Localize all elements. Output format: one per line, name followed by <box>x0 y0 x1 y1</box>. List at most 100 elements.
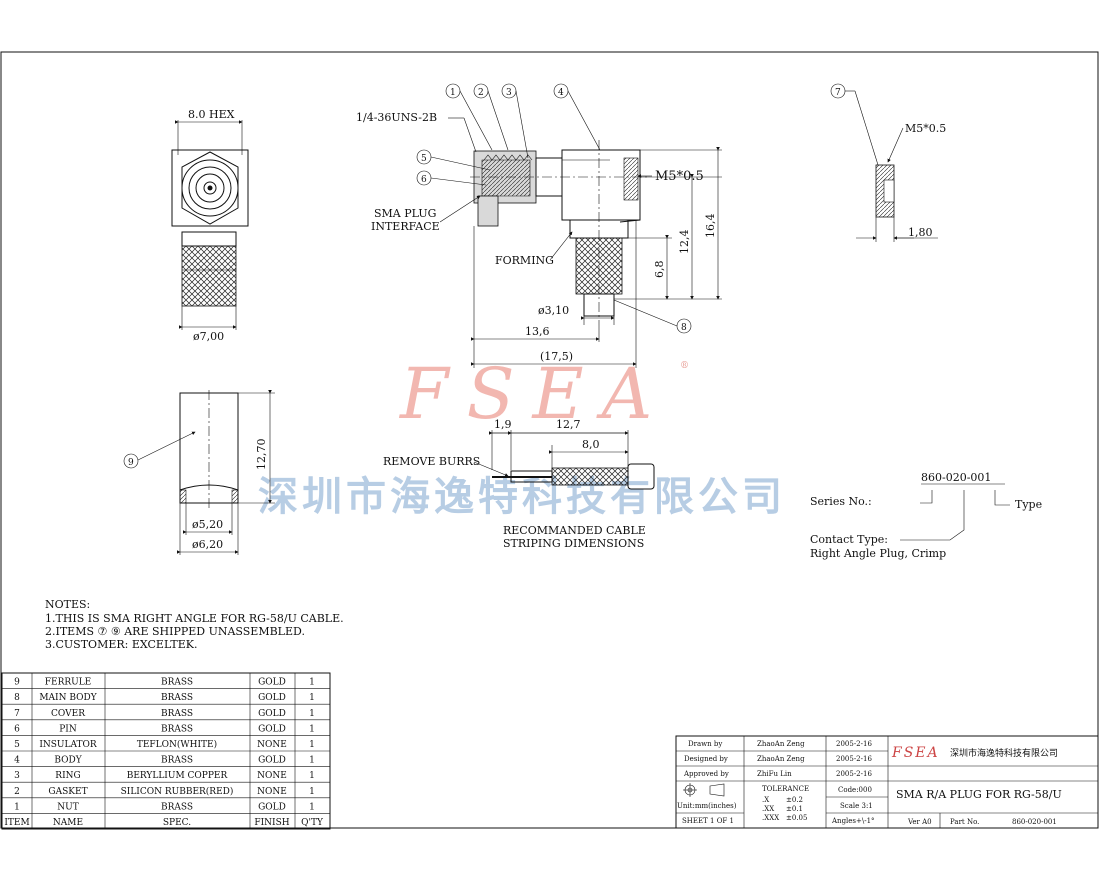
strip-dim-127: 12,7 <box>556 418 581 431</box>
series-label: Series No.: <box>810 495 872 508</box>
sheet-border <box>0 51 1099 829</box>
dim-175: (17,5) <box>540 350 573 363</box>
bom-row-cell: 6 <box>14 724 20 734</box>
watermark-logo: FSEA <box>398 353 670 435</box>
approved-value: ZhiFu Lin <box>757 770 792 778</box>
drawn-date: 2005-2-16 <box>836 740 872 748</box>
interface-label-2: INTERFACE <box>371 220 440 233</box>
bom-row-cell: INSULATOR <box>39 740 97 750</box>
note-item: 1.THIS IS SMA RIGHT ANGLE FOR RG-58/U CA… <box>45 612 344 625</box>
bom-header-cell: FINISH <box>254 818 289 828</box>
bom-row-cell: GOLD <box>258 724 286 734</box>
projection-icon <box>683 783 725 797</box>
body-thread-label: M5*0.5 <box>655 169 704 184</box>
note-item: 2.ITEMS ⑦ ⑨ ARE SHIPPED UNASSEMBLED. <box>45 625 305 638</box>
bom-row-cell: SILICON RUBBER(RED) <box>121 786 234 797</box>
bom-row-cell: 1 <box>309 724 315 734</box>
part-no-label: Part No. <box>950 818 979 826</box>
bom-row-cell: 1 <box>14 802 20 812</box>
dim-124: 12,4 <box>678 230 691 255</box>
tol-xxx: .XXX <box>762 814 779 822</box>
bom-row-cell: FERRULE <box>45 678 92 688</box>
bom-row-cell: GOLD <box>258 678 286 688</box>
balloon-1: 1 <box>450 88 456 98</box>
bom-row-cell: MAIN BODY <box>39 693 97 703</box>
thread-label: 1/4-36UNS-2B <box>356 111 437 124</box>
dim-68: 6,8 <box>653 261 666 279</box>
bom-row-cell: GOLD <box>258 802 286 812</box>
watermark-company: 深圳市海逸特科技有限公司 <box>258 473 786 520</box>
dim-d310: ø3,10 <box>538 304 569 317</box>
front-view: 8.0 HEX ø7,00 <box>171 108 249 343</box>
bom-row-cell: 1 <box>309 771 315 781</box>
balloon-4: 4 <box>558 88 564 98</box>
tol-x-val: ±0.2 <box>786 796 803 804</box>
drawn-value: ZhaoAn Zeng <box>757 740 805 748</box>
bom-row-cell: 8 <box>14 693 20 703</box>
drawn-label: Drawn by <box>688 740 722 748</box>
dim-164: 16,4 <box>704 214 717 239</box>
series-type: Type <box>1015 498 1042 511</box>
bom-row-cell: 1 <box>309 740 315 750</box>
side-section-view: 1 2 3 4 5 6 8 1/4-36UNS-2B SMA PLUG INTE… <box>356 83 722 368</box>
designed-value: ZhaoAn Zeng <box>757 755 805 763</box>
title-block-company: 深圳市海逸特科技有限公司 <box>950 747 1058 759</box>
cover-thread-label: M5*0.5 <box>905 122 946 135</box>
scale-label: Scale 3:1 <box>840 802 873 810</box>
tol-xx-val: ±0.1 <box>786 805 803 813</box>
ferrule-length-label: 12,70 <box>255 439 268 471</box>
bom-row-cell: 1 <box>309 802 315 812</box>
bom-row-cell: 3 <box>14 771 20 781</box>
bom-row-cell: 1 <box>309 709 315 719</box>
ferrule-view: 12,70 ø5,20 ø6,20 9 <box>123 390 275 555</box>
title-block-logo: FSEA <box>891 745 940 761</box>
bom-row-cell: BRASS <box>161 802 193 812</box>
strip-caption-2: STRIPING DIMENSIONS <box>503 537 644 550</box>
bom-row-cell: GASKET <box>48 787 87 797</box>
forming-label: FORMING <box>495 254 554 267</box>
approved-label: Approved by <box>683 770 729 778</box>
title-block: Drawn by ZhaoAn Zeng 2005-2-16 Designed … <box>675 735 1099 829</box>
drawing-title: SMA R/A PLUG FOR RG-58/U <box>896 788 1062 801</box>
balloon-3: 3 <box>506 88 512 98</box>
bom-row-cell: 1 <box>309 693 315 703</box>
bom-row-cell: BODY <box>54 756 82 766</box>
bom-row-cell: GOLD <box>258 709 286 719</box>
front-hex-label: 8.0 HEX <box>188 108 235 121</box>
bom-row-cell: 9 <box>14 678 20 688</box>
bom-row-cell: BRASS <box>161 678 193 688</box>
strip-dim-80: 8,0 <box>582 438 600 451</box>
bom-row-cell: 1 <box>309 787 315 797</box>
bom-row-cell: 1 <box>309 756 315 766</box>
units-label: Unit:mm(inches) <box>677 802 737 810</box>
interface-label-1: SMA PLUG <box>374 207 436 220</box>
note-item: 3.CUSTOMER: EXCELTEK. <box>45 638 197 651</box>
cover-view: 7 M5*0.5 1,80 <box>830 83 946 242</box>
code-label: Code:000 <box>838 786 872 794</box>
front-dia-label: ø7,00 <box>193 330 224 343</box>
dim-136: 13,6 <box>525 325 550 338</box>
tol-x: .X <box>762 796 769 804</box>
ferrule-inner-dia: ø5,20 <box>192 518 223 531</box>
bom-header-cell: SPEC. <box>163 818 191 828</box>
bom-header-cell: NAME <box>53 818 83 828</box>
approved-date: 2005-2-16 <box>836 770 872 778</box>
bom-row-cell: BRASS <box>161 709 193 719</box>
bom-row-cell: NONE <box>257 771 287 781</box>
version-label: Ver A0 <box>907 818 932 826</box>
bom-row-cell: NONE <box>257 787 287 797</box>
designed-date: 2005-2-16 <box>836 755 872 763</box>
cover-width-label: 1,80 <box>908 226 933 239</box>
bom-row-cell: BRASS <box>161 724 193 734</box>
tol-xx: .XX <box>762 805 774 813</box>
remove-burrs-label: REMOVE BURRS <box>383 455 480 468</box>
strip-caption-1: RECOMMANDED CABLE <box>503 524 646 537</box>
balloon-8: 8 <box>681 323 687 333</box>
angles-label: Angles+\-1° <box>831 817 875 825</box>
bom-row-cell: NUT <box>57 802 78 812</box>
tolerance-label: TOLERANCE <box>762 785 809 793</box>
ferrule-outer-dia: ø6,20 <box>192 538 223 551</box>
stripping-view: 1,9 12,7 8,0 REMOVE BURRS RECOMMANDED CA… <box>383 418 655 550</box>
bom-header-cell: ITEM <box>4 818 29 828</box>
